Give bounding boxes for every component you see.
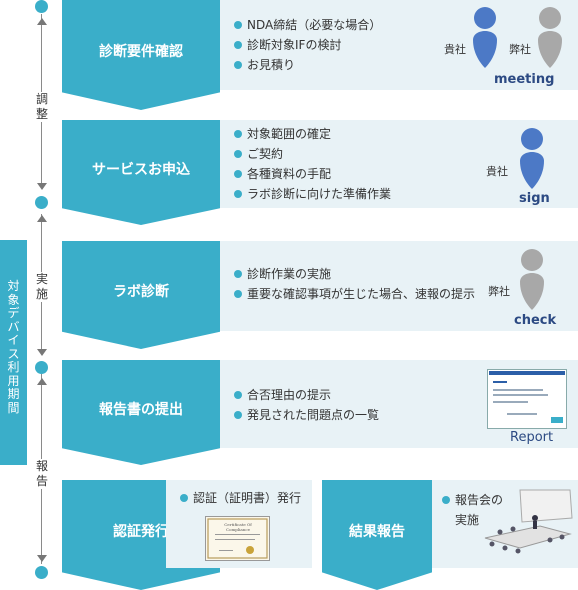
- period-sidebar: 対 象 デ バ イ ス 利 用 期 間: [0, 240, 27, 465]
- bullet-item: ご契約: [234, 144, 391, 164]
- step-bullets: 合否理由の提示 発見された問題点の一覧: [234, 385, 379, 425]
- timeline-dot: [35, 566, 48, 579]
- image-caption: check: [514, 313, 557, 328]
- period-char: 期: [7, 387, 20, 401]
- arrow-down-icon: [37, 555, 47, 562]
- bullet-item: 診断作業の実施: [234, 264, 475, 284]
- report-document-icon: [487, 369, 567, 429]
- period-char: イ: [7, 333, 20, 347]
- period-char: 用: [7, 373, 20, 388]
- step-bullets: 報告会の実施: [442, 490, 512, 530]
- step-panel: [220, 0, 578, 90]
- vendor-label: 弊社: [509, 43, 531, 56]
- phase-label-report: 報告: [34, 459, 50, 489]
- step-bullets: 診断作業の実施 重要な確認事項が生じた場合、速報の提示: [234, 264, 475, 304]
- step-result-report: 結果報告: [322, 480, 432, 590]
- image-caption: meeting: [494, 72, 555, 87]
- bullet-item: 対象範囲の確定: [234, 124, 391, 144]
- client-label: 貴社: [486, 165, 508, 178]
- certificate-title: Certificate Of Compliance: [224, 522, 252, 532]
- timeline-dot: [35, 196, 48, 209]
- period-char: 利: [7, 360, 20, 374]
- step-panel: [220, 241, 578, 331]
- phase-label-execute: 実施: [34, 272, 50, 302]
- vendor-figure-icon: [520, 249, 544, 310]
- step-bullets: 認証（証明書）発行: [180, 488, 301, 508]
- meeting-room-icon: [484, 489, 573, 554]
- timeline-dot: [35, 361, 48, 374]
- bullet-item: 診断対象IFの検討: [234, 35, 381, 55]
- client-label: 貴社: [444, 43, 466, 56]
- arrow-up-icon: [37, 378, 47, 385]
- period-char: ス: [7, 346, 20, 361]
- certificate-icon: [205, 516, 270, 561]
- step-report-submission: 報告書の提出: [62, 360, 220, 465]
- step-lab-diagnosis: ラボ診断: [62, 241, 220, 349]
- step-bullets: NDA締結（必要な場合） 診断対象IFの検討 お見積り: [234, 15, 381, 75]
- period-char: 間: [7, 400, 20, 415]
- bullet-item: NDA締結（必要な場合）: [234, 15, 381, 35]
- period-char: 象: [7, 292, 20, 307]
- period-char: 対: [7, 279, 20, 293]
- bullet-item: ラボ診断に向けた準備作業: [234, 184, 391, 204]
- meeting-figures-icon: [473, 7, 562, 68]
- bullet-item: 各種資料の手配: [234, 164, 391, 184]
- step-panel: [220, 120, 578, 208]
- bullet-item: 合否理由の提示: [234, 385, 379, 405]
- arrow-down-icon: [37, 349, 47, 356]
- bullet-item: 発見された問題点の一覧: [234, 405, 379, 425]
- phase-label-adjust: 調整: [34, 92, 50, 122]
- bullet-item: お見積り: [234, 55, 381, 75]
- image-caption: sign: [519, 191, 550, 206]
- bullet-item: 報告会の実施: [442, 490, 512, 530]
- period-char: デ: [7, 306, 20, 320]
- bullet-item: 認証（証明書）発行: [180, 488, 301, 508]
- arrow-down-icon: [37, 183, 47, 190]
- bullet-item: 重要な確認事項が生じた場合、速報の提示: [234, 284, 475, 304]
- arrow-up-icon: [37, 215, 47, 222]
- step-bullets: 対象範囲の確定 ご契約 各種資料の手配 ラボ診断に向けた準備作業: [234, 124, 391, 204]
- period-char: バ: [7, 319, 20, 334]
- vendor-label: 弊社: [488, 285, 510, 298]
- step-application: サービスお申込: [62, 120, 220, 225]
- client-figure-icon: [520, 128, 544, 189]
- step-requirements: 診断要件確認: [62, 0, 220, 110]
- image-caption: Report: [510, 430, 554, 445]
- arrow-up-icon: [37, 18, 47, 25]
- timeline-dot: [35, 0, 48, 13]
